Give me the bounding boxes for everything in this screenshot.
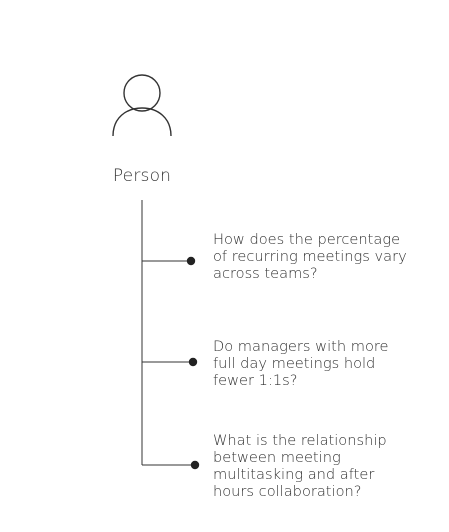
person-label: Person [112, 166, 172, 186]
question-2: Do managers with more full day meetings … [213, 338, 389, 389]
person-icon [112, 74, 172, 137]
branch-dot-2 [188, 357, 198, 367]
person-shoulders [112, 107, 172, 137]
question-3: What is the relationship between meeting… [213, 432, 387, 500]
branch-dot-1 [186, 256, 196, 266]
branch-dot-3 [190, 460, 200, 470]
person-head [123, 74, 161, 112]
question-1: How does the percentage of recurring mee… [213, 231, 407, 282]
